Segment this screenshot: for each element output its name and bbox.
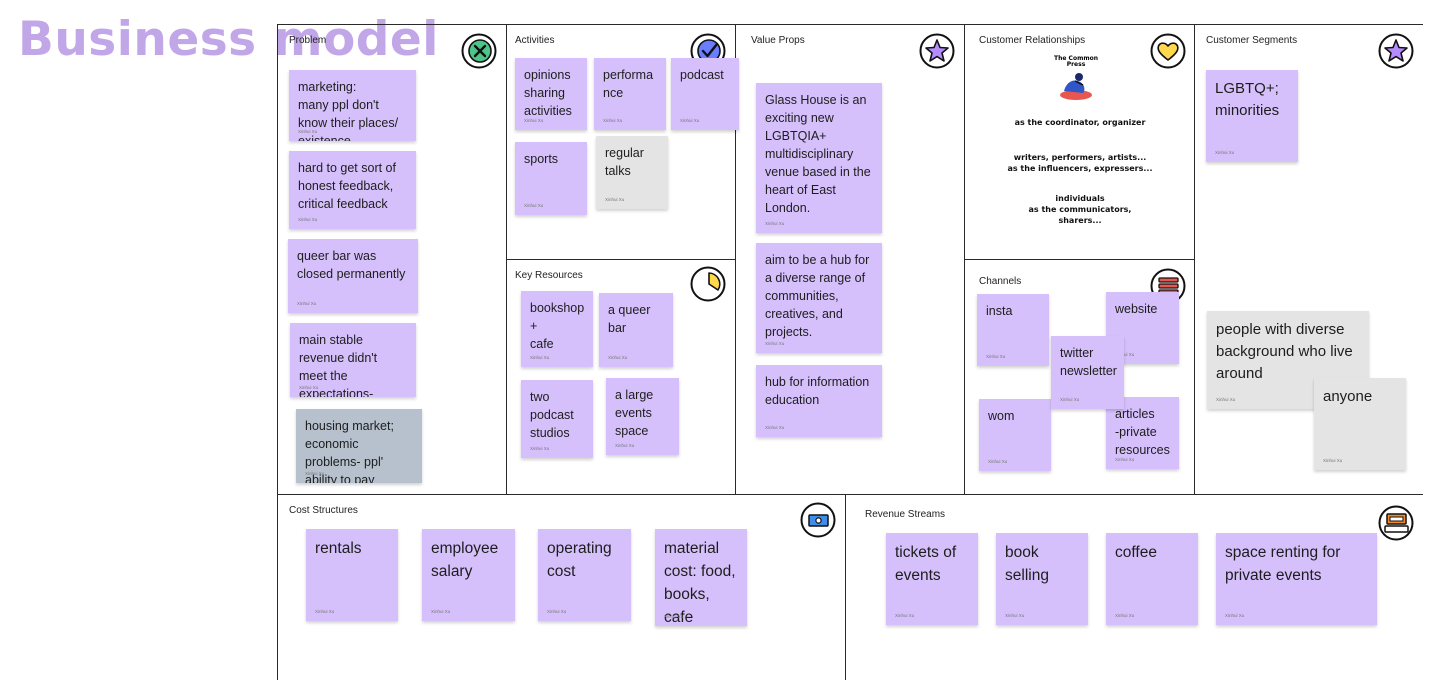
section-label-key-resources: Key Resources bbox=[515, 270, 583, 281]
section-label-activities: Activities bbox=[515, 35, 555, 46]
sticky-note[interactable]: main stable revenue didn't meet the expe… bbox=[290, 323, 416, 397]
relationship-line: as the coordinator, organizer bbox=[1014, 118, 1146, 127]
star-icon bbox=[919, 33, 955, 69]
logo-figure-icon bbox=[1060, 73, 1092, 100]
sticky-note[interactable]: people with diverse background who live … bbox=[1207, 311, 1369, 409]
section-label-problem: Problem bbox=[289, 35, 327, 46]
sticky-note[interactable]: marketing: many ppl don't know their pla… bbox=[289, 70, 416, 141]
sticky-note[interactable]: aim to be a hub for a diverse range of c… bbox=[756, 243, 882, 353]
relationship-line: individuals as the communicators, sharer… bbox=[1028, 194, 1132, 225]
divider-relationships-segments bbox=[1194, 24, 1195, 494]
section-label-cost-structures: Cost Structures bbox=[289, 505, 358, 516]
common-press-logo: The Common Press bbox=[1050, 56, 1102, 111]
canvas-top-border bbox=[277, 24, 1423, 25]
canvas-left-border bbox=[277, 24, 278, 680]
cash-register-icon bbox=[1378, 505, 1414, 541]
divider-cost-revenue bbox=[845, 494, 846, 680]
heart-icon bbox=[1150, 33, 1186, 69]
divider-relationships-channels bbox=[964, 259, 1194, 260]
star-icon bbox=[1378, 33, 1414, 69]
divider-top-bottom bbox=[277, 494, 1423, 495]
divider-activities-resources bbox=[506, 259, 735, 260]
pie-chart-icon bbox=[690, 266, 726, 302]
section-label-channels: Channels bbox=[979, 276, 1022, 287]
section-label-customer-segments: Customer Segments bbox=[1206, 35, 1298, 46]
divider-activities-value bbox=[735, 24, 736, 494]
logo-wordmark: The Common Press bbox=[1054, 55, 1098, 68]
x-circle-icon bbox=[461, 33, 497, 69]
section-label-value-props: Value Props bbox=[751, 35, 805, 46]
relationship-line: writers, performers, artists... as the i… bbox=[1007, 153, 1153, 173]
sticky-note[interactable]: housing market; economic problems- ppl' … bbox=[296, 409, 422, 483]
sticky-note[interactable]: Glass House is an exciting new LGBTQIA+ … bbox=[756, 83, 882, 233]
section-label-customer-relationships: Customer Relationships bbox=[979, 35, 1086, 46]
page-title: Business model bbox=[18, 12, 439, 67]
section-label-revenue-streams: Revenue Streams bbox=[865, 509, 946, 520]
sticky-note[interactable]: hard to get sort of honest feedback, cri… bbox=[289, 151, 416, 229]
banknote-icon bbox=[800, 502, 836, 538]
